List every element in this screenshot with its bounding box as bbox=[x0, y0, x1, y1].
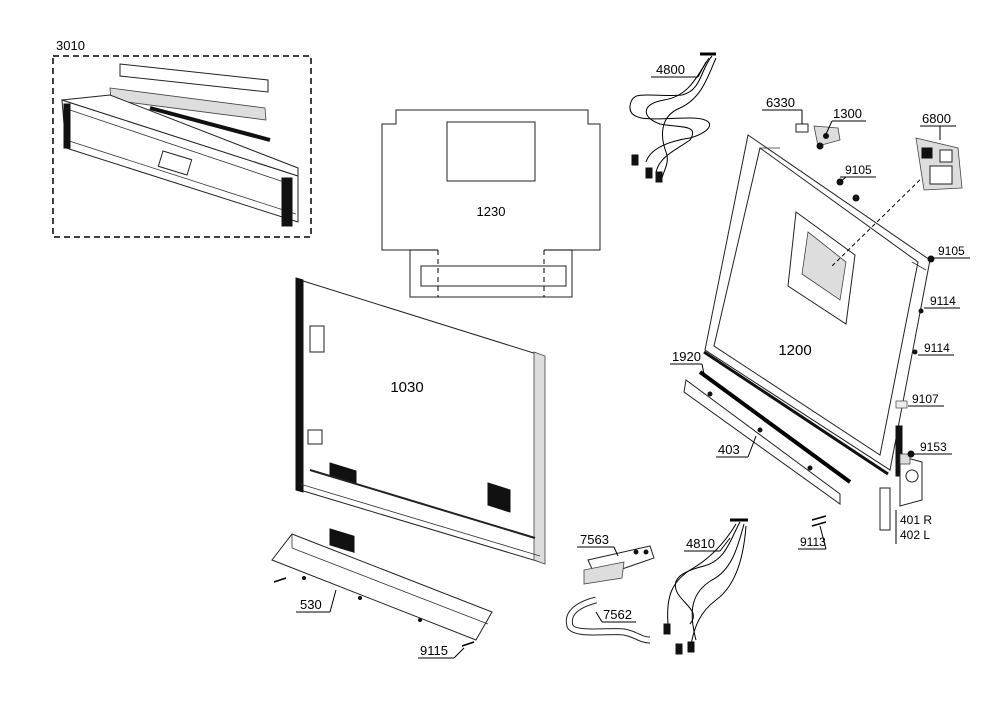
label-9105-right: 9105 bbox=[938, 244, 965, 258]
part-4810-wire-harness bbox=[663, 518, 748, 655]
label-530: 530 bbox=[300, 597, 322, 612]
label-6800: 6800 bbox=[922, 111, 951, 126]
display-strip bbox=[119, 63, 269, 93]
label-1200: 1200 bbox=[778, 342, 811, 359]
rail-body bbox=[683, 379, 841, 505]
label-9105-top: 9105 bbox=[845, 163, 872, 177]
insulation-window bbox=[446, 121, 536, 182]
part-401-402-hinge bbox=[879, 425, 923, 531]
screw-9153 bbox=[907, 450, 915, 458]
label-402: 402 L bbox=[900, 528, 930, 542]
label-9115: 9115 bbox=[420, 643, 448, 658]
label-4800: 4800 bbox=[656, 62, 685, 77]
label-9107: 9107 bbox=[912, 392, 939, 406]
part-labels: 3010 1230 1030 4800 6330 1300 6800 9105 … bbox=[56, 38, 965, 658]
label-9114-lower: 9114 bbox=[924, 341, 950, 355]
insulation-strip bbox=[420, 265, 567, 287]
part-1200-inner-door bbox=[703, 134, 931, 476]
label-1300: 1300 bbox=[833, 106, 862, 121]
label-401: 401 R bbox=[900, 513, 932, 527]
label-4810: 4810 bbox=[686, 536, 715, 551]
panel-top-face bbox=[61, 94, 299, 177]
part-1300-latch-assembly bbox=[813, 125, 841, 150]
label-9153: 9153 bbox=[920, 440, 947, 454]
door-cutout bbox=[329, 528, 355, 553]
panel-slot bbox=[157, 150, 193, 176]
label-1230: 1230 bbox=[477, 204, 506, 219]
part-7563-board bbox=[583, 545, 655, 585]
screw-9113 bbox=[811, 515, 827, 527]
label-6330: 6330 bbox=[766, 95, 795, 110]
part-403-rail bbox=[683, 370, 852, 505]
part-6800-dispenser bbox=[915, 137, 963, 191]
gasket-1920 bbox=[698, 370, 852, 484]
part-4800-wire-harness bbox=[629, 52, 717, 183]
label-7562: 7562 bbox=[603, 607, 632, 622]
label-9113: 9113 bbox=[800, 535, 826, 549]
label-9114-upper: 9114 bbox=[930, 294, 956, 308]
label-1030: 1030 bbox=[390, 379, 423, 396]
part-1230-insulation bbox=[381, 109, 601, 298]
part-9107 bbox=[895, 400, 908, 409]
label-1920: 1920 bbox=[672, 349, 701, 364]
label-7563: 7563 bbox=[580, 532, 609, 547]
part-6330-latch bbox=[795, 123, 809, 133]
leader-lines bbox=[296, 61, 970, 659]
label-3010: 3010 bbox=[56, 38, 85, 53]
screw-9115 bbox=[461, 641, 475, 647]
part-3010-control-panel bbox=[52, 55, 312, 238]
part-530-kick-plate bbox=[271, 533, 493, 641]
label-403: 403 bbox=[718, 442, 740, 457]
panel-end-cap bbox=[281, 177, 293, 227]
part-1030-outer-door bbox=[295, 277, 546, 565]
part-7562-ribbon bbox=[565, 596, 651, 644]
